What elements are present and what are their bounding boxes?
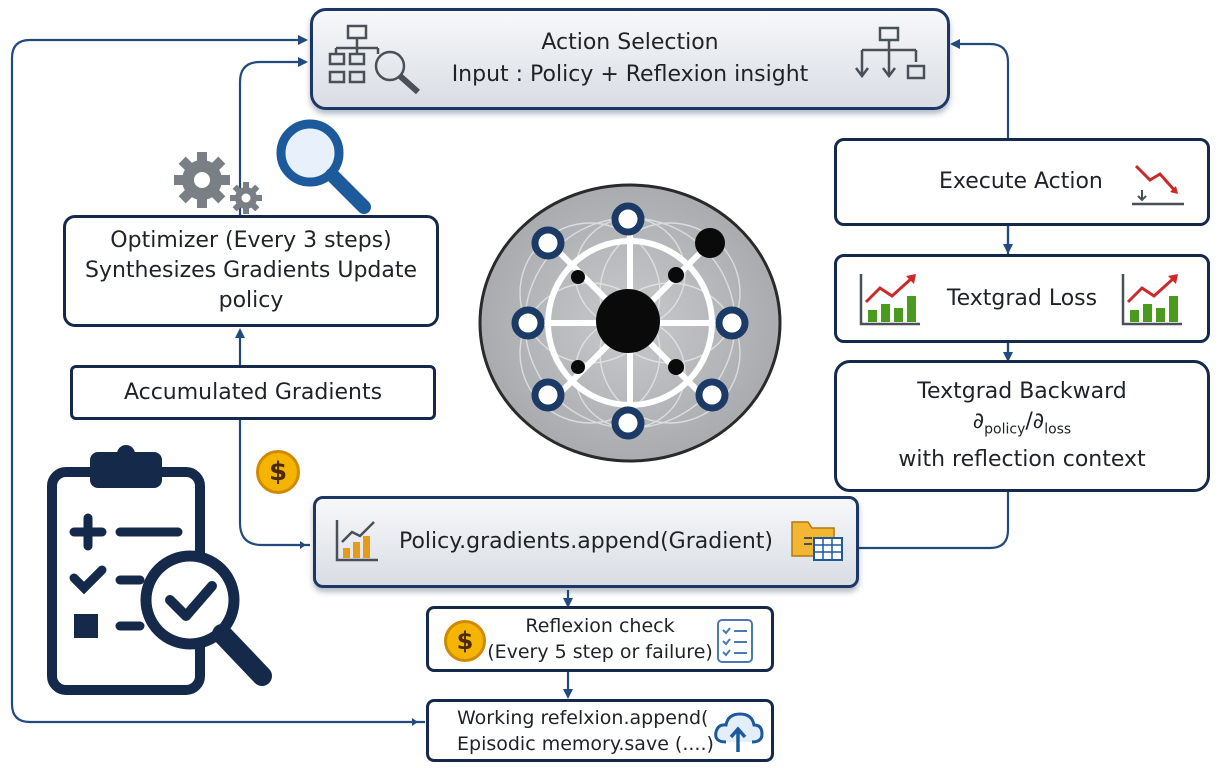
textgrad-loss-box: Textgrad Loss bbox=[834, 254, 1210, 343]
cloud-upload-icon bbox=[714, 712, 764, 752]
arrow-policy-to-accumulated bbox=[238, 420, 310, 547]
optimizer-line2: Synthesizes Gradients Update bbox=[84, 258, 418, 283]
textgrad-backward-context: with reflection context bbox=[898, 446, 1146, 472]
neural-network-icon bbox=[478, 183, 782, 463]
policy-gradients-append-label: Policy.gradients.append(Gradient) bbox=[398, 529, 774, 554]
arrow-optimizer-to-action bbox=[238, 57, 308, 215]
org-chart-search-icon bbox=[328, 24, 420, 95]
partial-symbol: ∂ bbox=[1032, 409, 1045, 435]
fraction-slash: / bbox=[1025, 409, 1033, 435]
reflexion-check-box: Reflexion check (Every 5 step or failure… bbox=[426, 606, 774, 672]
textgrad-loss-label: Textgrad Loss bbox=[946, 285, 1098, 311]
working-reflexion-line1: Working refelxion.append( bbox=[457, 706, 709, 729]
policy-gradients-append-box: Policy.gradients.append(Gradient) bbox=[313, 496, 859, 588]
partial-symbol: ∂ bbox=[972, 409, 985, 435]
partial-derivative-formula: ∂policy/∂loss bbox=[898, 407, 1145, 444]
accumulated-gradients-label: Accumulated Gradients bbox=[123, 379, 383, 405]
dollar-coin-icon: $ bbox=[256, 450, 300, 494]
folder-table-icon bbox=[791, 521, 843, 561]
execute-action-label: Execute Action bbox=[939, 169, 1103, 194]
reflexion-check-subtitle: (Every 5 step or failure) bbox=[487, 641, 713, 663]
checklist-icon bbox=[717, 619, 753, 663]
execute-action-box: Execute Action bbox=[834, 138, 1210, 226]
optimizer-box: Optimizer (Every 3 steps) Synthesizes Gr… bbox=[63, 215, 439, 327]
action-selection-subtitle: Input : Policy + Reflexion insight bbox=[451, 62, 809, 87]
textgrad-backward-box: Textgrad Backward ∂policy/∂loss with ref… bbox=[834, 360, 1210, 492]
optimizer-line1: Optimizer (Every 3 steps) bbox=[110, 228, 392, 253]
policy-subscript: policy bbox=[984, 421, 1026, 438]
arrow-working-to-action bbox=[10, 35, 425, 724]
accumulated-gradients-box: Accumulated Gradients bbox=[70, 365, 436, 420]
textgrad-backward-title: Textgrad Backward bbox=[917, 379, 1127, 405]
episodic-memory-line: Episodic memory.save (....) bbox=[457, 732, 714, 755]
reflexion-check-title: Reflexion check bbox=[525, 615, 675, 637]
growth-chart-icon bbox=[1121, 274, 1182, 326]
clipboard-checklist-icon bbox=[47, 445, 272, 695]
rising-chart-icon bbox=[335, 520, 378, 562]
working-reflexion-box: Working refelxion.append( Episodic memor… bbox=[426, 699, 774, 762]
dollar-symbol: $ bbox=[268, 457, 288, 487]
optimizer-line3: policy bbox=[218, 288, 284, 313]
hierarchy-icon bbox=[855, 26, 926, 80]
growth-chart-icon bbox=[859, 274, 920, 326]
dollar-symbol: $ bbox=[456, 627, 474, 655]
action-selection-title: Action Selection bbox=[541, 30, 719, 55]
magnifier-icon bbox=[276, 119, 371, 214]
gears-icon bbox=[174, 152, 262, 214]
trend-down-icon bbox=[1132, 164, 1184, 206]
loss-subscript: loss bbox=[1044, 421, 1072, 438]
dollar-coin-icon: $ bbox=[444, 620, 486, 662]
